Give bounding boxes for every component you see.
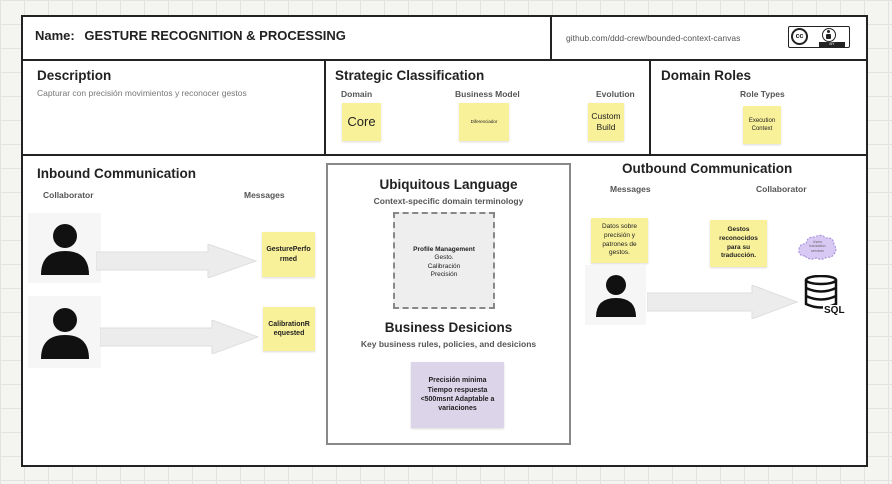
inbound-messages-label: Messages [244,190,285,200]
strategic-title: Strategic Classification [335,68,485,83]
domain-label: Domain [341,89,373,99]
evolution-label: Evolution [596,89,635,99]
language-term-box[interactable]: Profile Management Gesto. Calibración Pr… [393,212,495,309]
inbound-message-1b: rmed [279,255,298,263]
business-decisions-title: Business Desicions [384,320,513,335]
evolution-sticky[interactable]: Custom Build [588,103,624,141]
role-type-sticky[interactable]: Execution Context [743,106,781,144]
outbound-message-2: precisión y [603,231,636,239]
domain-roles-title: Domain Roles [661,68,752,83]
outbound-collab-4: traducción. [720,252,757,260]
ubiquitous-language-subtitle: Context-specific domain terminology [373,196,524,206]
outbound-collaborator-label: Collaborator [756,184,807,194]
outbound-collab-1: Gestos [727,225,750,233]
user-icon [40,224,89,275]
database-icon[interactable]: SQL [804,275,850,321]
inbound-arrow-1 [96,244,258,278]
inbound-collaborator-2[interactable] [28,296,101,368]
domain-value: Core [347,114,376,130]
outbound-message-1: Datos sobre [601,222,638,230]
inbound-message-2b: equested [273,330,305,337]
description-text: Capturar con precisión movimientos y rec… [37,88,247,98]
inbound-message-2a: CalibrationR [268,320,310,328]
term-title: Profile Management [413,246,475,253]
decision-line-1: Precisión minima [428,377,487,385]
context-name: GESTURE RECOGNITION & PROCESSING [84,28,346,43]
cc-license-badge: cc BY [788,26,850,48]
evolution-value-1: Custom [591,110,621,121]
outbound-collaborator-sticky[interactable]: Gestos reconocidos para su traducción. [710,220,767,267]
description-title: Description [37,68,112,83]
user-icon [40,308,89,359]
inbound-collaborator-label: Collaborator [43,190,94,200]
role-value-2: Context [751,126,773,132]
outbound-message-sticky[interactable]: Datos sobre precisión y patrones de gest… [591,218,648,263]
evolution-value-2: Build [596,122,616,132]
cloud-text-3: services [811,248,824,253]
outbound-messages-label: Messages [610,184,651,194]
domain-sticky[interactable]: Core [342,103,381,141]
name-label: Name: [35,28,75,43]
decision-line-4: variaciones [438,405,477,413]
inbound-title: Inbound Communication [37,166,196,181]
term-2: Calibración [427,262,461,270]
decision-line-3: <500msnt Adaptable a [420,396,495,403]
role-value-1: Execution [748,117,776,124]
outbound-collab-2: reconocidos [719,234,758,242]
sql-label: SQL [823,305,846,316]
repo-box: github.com/ddd-crew/bounded-context-canv… [550,15,868,61]
description-box: Description Capturar con precisión movim… [21,59,326,156]
outbound-message-3: patrones de [602,240,637,248]
by-label: BY [829,41,835,46]
outbound-collab-3: para su [726,243,751,251]
cloud-text-2: translation [809,244,826,249]
user-icon [595,275,636,317]
term-1: Gesto. [434,254,454,262]
domain-roles-box: Domain Roles Role Types Execution Contex… [649,59,868,156]
business-model-label: Business Model [455,89,520,99]
outbound-title: Outbound Communication [622,161,793,176]
outbound-message-4: gestos. [609,249,630,257]
term-3: Precisión [430,271,458,279]
outbound-arrow [647,285,799,319]
ubiquitous-language-title: Ubiquitous Language [379,177,518,192]
strategic-classification-box: Strategic Classification Domain Business… [324,59,651,156]
business-decisions-sticky[interactable]: Precisión minima Tiempo respuesta <500ms… [411,362,504,428]
cloud-icon[interactable]: Users translation services [797,232,838,261]
business-decisions-subtitle: Key business rules, policies, and desici… [360,339,537,349]
inbound-message-1a: GesturePerfo [266,246,311,254]
business-model-value: Diferenciador [470,118,498,124]
outbound-collaborator-user[interactable] [585,265,646,325]
decision-line-2: Tiempo respuesta [427,386,488,394]
role-types-label: Role Types [740,89,785,99]
inbound-arrow-2 [100,320,260,354]
cc-icon: cc [791,28,808,45]
inbound-collaborator-1[interactable] [28,213,101,283]
inbound-message-sticky-1[interactable]: GesturePerfo rmed [262,232,315,277]
by-icon [822,28,836,42]
repo-link[interactable]: github.com/ddd-crew/bounded-context-canv… [566,33,741,43]
inbound-message-sticky-2[interactable]: CalibrationR equested [263,307,315,351]
name-box: Name: GESTURE RECOGNITION & PROCESSING [21,15,552,61]
cloud-text-1: Users [812,240,823,244]
business-model-sticky[interactable]: Diferenciador [459,103,509,141]
